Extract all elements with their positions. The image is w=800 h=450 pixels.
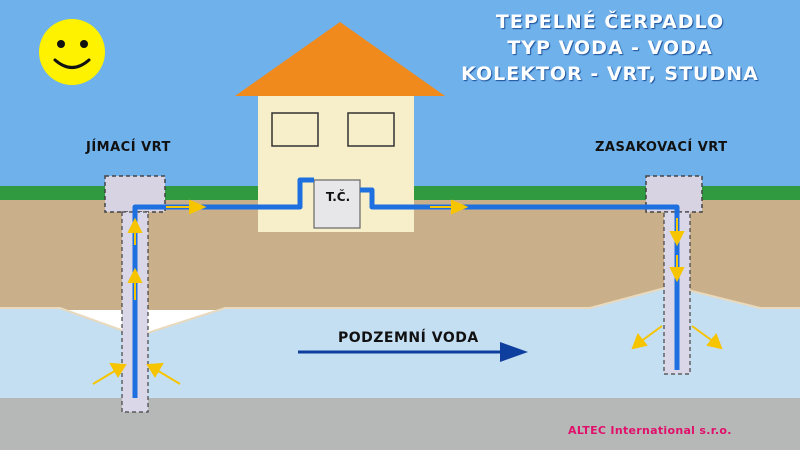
inflow-arrow-right xyxy=(146,362,181,385)
house-roof xyxy=(235,22,445,96)
flow-arrow-top-right xyxy=(430,199,469,215)
sun-icon xyxy=(39,19,105,85)
flow-arrow-left-up-1 xyxy=(127,267,143,300)
outflow-arrow-left xyxy=(631,325,663,350)
groundwater-layer xyxy=(0,286,800,398)
title-line-2: TYP VODA - VODA xyxy=(507,37,713,59)
outflow-arrow-right xyxy=(691,325,723,350)
left-well-label: JÍMACÍ VRT xyxy=(86,140,171,155)
flow-arrow-top-left xyxy=(166,199,207,215)
house-window-left xyxy=(271,112,319,147)
title-line-1: TEPELNÉ ČERPADLO xyxy=(495,11,725,33)
flow-arrows xyxy=(92,199,723,385)
house-window-right xyxy=(347,112,395,147)
title-line-3: KOLEKTOR - VRT, STUDNA xyxy=(461,63,759,85)
flow-arrow-right-down-2 xyxy=(669,255,685,283)
heat-pump-unit xyxy=(313,179,361,229)
water-table-line xyxy=(0,284,800,338)
flow-arrow-left-up-2 xyxy=(127,217,143,245)
flow-arrow-right-down-1 xyxy=(669,218,685,247)
groundwater-label: PODZEMNÍ VODA xyxy=(338,330,479,346)
company-label: ALTEC International s.r.o. xyxy=(568,424,732,437)
groundwater-flow-arrow xyxy=(298,342,528,362)
inflow-arrow-left xyxy=(92,362,127,385)
right-well-label: ZASAKOVACÍ VRT xyxy=(595,140,728,155)
heat-pump-label: T.Č. xyxy=(325,190,351,204)
